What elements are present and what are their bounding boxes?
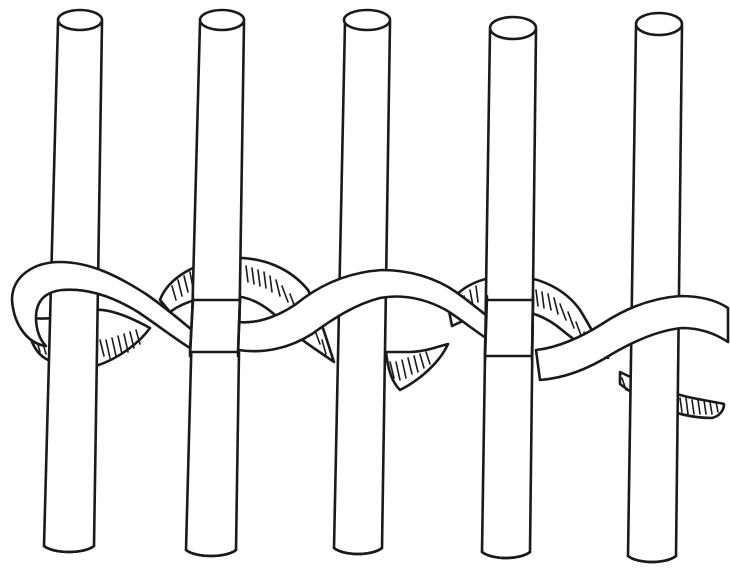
rod-5	[628, 13, 682, 562]
rod-4	[482, 17, 536, 558]
rod-2	[186, 10, 244, 556]
